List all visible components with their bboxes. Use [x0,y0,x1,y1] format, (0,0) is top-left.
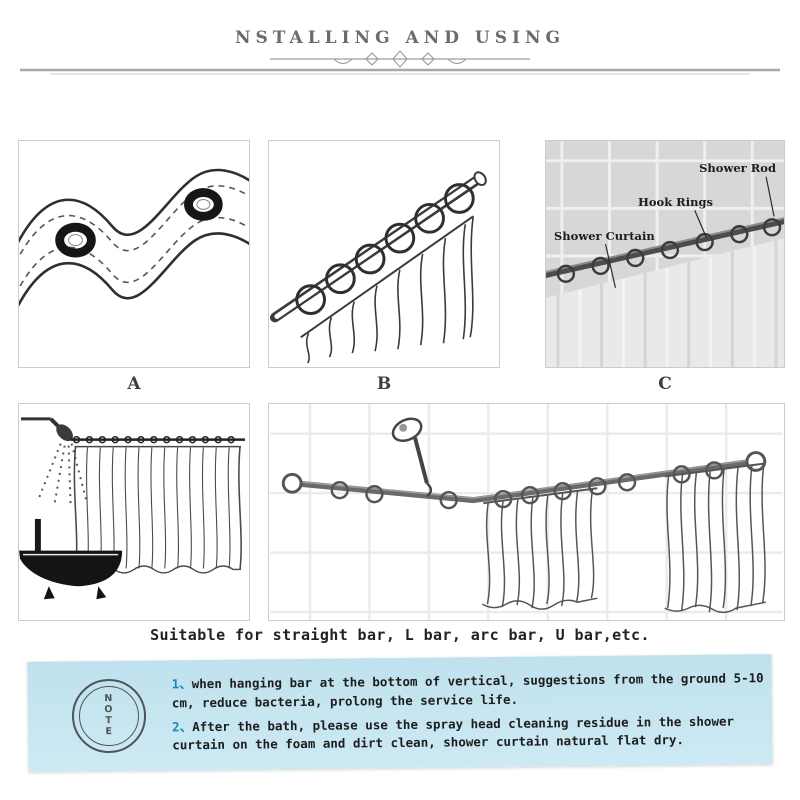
note-stamp-icon: N O T E [71,678,147,754]
panel-hooks-on-rod [268,140,500,368]
hook-ring-icon [295,183,475,315]
curtain [546,238,784,367]
panel-straight-bar-bathtub [18,403,250,621]
suitable-text: Suitable for straight bar, L bar, arc ba… [150,626,650,644]
tile-wall [270,404,783,620]
note-item: 1、when hanging bar at the bottom of vert… [172,669,772,713]
note-stamp-letters: N O T E [78,685,140,747]
hook-rod-illustration [270,171,487,364]
shower-head-icon [391,417,433,498]
stamp-letter: E [105,725,113,738]
grommet-icon [184,188,223,221]
shower-rod-icon [281,451,767,504]
shower-head-icon [21,417,73,442]
bathtub-illustration [19,417,245,600]
label-shower-curtain: Shower Curtain [554,229,655,243]
title-divider [20,50,780,75]
shower-rod-icon [270,171,487,323]
curtain-folds [664,462,766,614]
note-item-number: 1、 [171,676,192,692]
bathtub-icon [19,518,123,600]
note-text: 1、when hanging bar at the bottom of vert… [172,669,773,755]
note-box: N O T E 1、when hanging bar at the bottom… [27,654,773,772]
panel-grommet-closeup [18,140,250,368]
panel-labeled-install: Shower Rod Hook Rings Shower Curtain [545,140,785,368]
annotation-pointer-lines [604,176,775,288]
curtain-folds [482,487,598,610]
curved-bar-illustration [270,404,783,620]
shower-rod-icon [70,435,245,444]
install-photo-illustration [546,141,784,367]
grommet-icon [55,222,96,258]
hook-ring-icon [330,461,724,510]
panel-label-a: A [127,374,141,394]
curtain-folds [300,215,474,364]
note-item-text: when hanging bar at the bottom of vertic… [171,670,764,711]
note-item-number: 2、 [172,718,193,734]
note-item: 2、After the bath, please use the spray h… [172,712,772,756]
panel-curved-bar [268,403,785,621]
panel-label-b: B [376,374,392,394]
label-shower-rod: Shower Rod [699,161,776,175]
page-title: NSTALLING AND USING [234,28,566,48]
hook-ring-icon [556,218,782,283]
label-hook-rings: Hook Rings [638,195,713,209]
grommet-illustration [19,168,249,307]
note-item-text: After the bath, please use the spray hea… [172,713,735,753]
water-spray [37,443,88,506]
panel-label-c: C [658,374,672,394]
